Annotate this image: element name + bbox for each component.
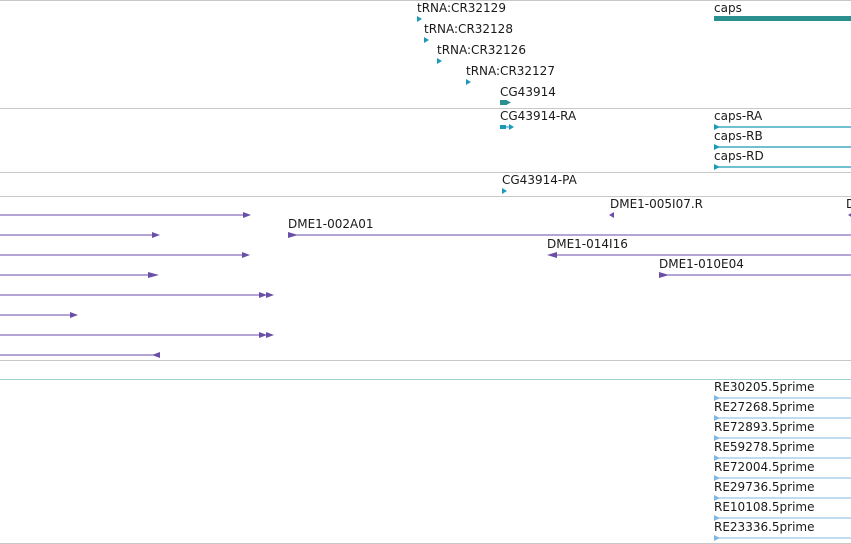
- clone-end-arrow: [152, 352, 160, 358]
- transcript-feature-arrow: [714, 164, 720, 170]
- est-feature-label[interactable]: RE72893.5prime: [714, 420, 815, 434]
- trna-feature-glyph[interactable]: [424, 37, 429, 43]
- est-feature-label[interactable]: RE10108.5prime: [714, 500, 815, 514]
- est-feature-label[interactable]: RE23336.5prime: [714, 520, 815, 534]
- clone-feature-label[interactable]: DME1-005I07.R: [610, 197, 704, 211]
- track-divider: [0, 172, 851, 173]
- clone-feature-label[interactable]: DME1-014I16: [547, 237, 628, 251]
- transcript-feature-glyph[interactable]: [500, 125, 506, 129]
- est-feature-label[interactable]: RE30205.5prime: [714, 380, 815, 394]
- clone-end-arrow[interactable]: [848, 212, 851, 218]
- transcript-feature-label[interactable]: caps-RB: [714, 129, 763, 143]
- track-divider: [0, 360, 851, 361]
- gene-feature-label[interactable]: CG43914: [500, 85, 556, 99]
- transcript-feature-label[interactable]: caps-RA: [714, 109, 763, 123]
- transcript-feature-label[interactable]: caps-RD: [714, 149, 764, 163]
- clone-end-arrow: [259, 332, 267, 338]
- trna-feature-glyph[interactable]: [437, 58, 442, 64]
- transcript-feature-arrow: [714, 144, 720, 150]
- trna-feature-glyph[interactable]: [417, 16, 422, 22]
- est-feature-label[interactable]: RE27268.5prime: [714, 400, 815, 414]
- clone-end-arrow: [148, 272, 159, 278]
- track-divider: [0, 108, 851, 109]
- clone-end-arrow: [259, 292, 267, 298]
- gene-feature-glyph[interactable]: [500, 100, 507, 105]
- trna-feature-label[interactable]: tRNA:CR32129: [417, 1, 506, 15]
- clone-end-arrow: [266, 332, 274, 338]
- clone-feature-label[interactable]: D: [846, 197, 851, 211]
- transcript-feature-arrow: [714, 124, 720, 130]
- trna-feature-label[interactable]: tRNA:CR32126: [437, 43, 526, 57]
- est-feature-arrow: [714, 415, 720, 421]
- trna-feature-label[interactable]: tRNA:CR32128: [424, 22, 513, 36]
- clone-end-arrow: [547, 252, 557, 258]
- est-feature-label[interactable]: RE59278.5prime: [714, 440, 815, 454]
- clone-end-arrow: [659, 272, 669, 278]
- track-divider: [0, 379, 851, 380]
- clone-feature-label[interactable]: DME1-010E04: [659, 257, 744, 271]
- transcript-feature-label[interactable]: CG43914-RA: [500, 109, 577, 123]
- est-feature-arrow: [714, 475, 720, 481]
- clone-end-arrow: [266, 292, 274, 298]
- protein-feature-glyph[interactable]: [502, 188, 507, 194]
- transcript-feature-arrow: [509, 124, 514, 130]
- est-feature-arrow: [714, 435, 720, 441]
- clone-end-arrow: [152, 232, 160, 238]
- track-divider: [0, 196, 851, 197]
- est-feature-arrow: [714, 455, 720, 461]
- clone-feature-label[interactable]: DME1-002A01: [288, 217, 374, 231]
- clone-end-arrow[interactable]: [609, 212, 614, 218]
- est-feature-arrow: [714, 495, 720, 501]
- caps-gene-label[interactable]: caps: [714, 1, 742, 15]
- trna-feature-glyph[interactable]: [466, 79, 471, 85]
- clone-end-arrow: [288, 232, 298, 238]
- clone-end-arrow: [70, 312, 78, 318]
- trna-feature-label[interactable]: tRNA:CR32127: [466, 64, 555, 78]
- track-divider: [0, 0, 851, 1]
- est-features: [714, 395, 851, 541]
- est-feature-arrow: [714, 535, 720, 541]
- gene-feature-arrow: [506, 100, 511, 105]
- est-feature-arrow: [714, 515, 720, 521]
- clone-end-arrow: [242, 252, 250, 258]
- est-feature-arrow: [714, 395, 720, 401]
- protein-feature-label[interactable]: CG43914-PA: [502, 173, 577, 187]
- est-feature-label[interactable]: RE29736.5prime: [714, 480, 815, 494]
- est-feature-label[interactable]: RE72004.5prime: [714, 460, 815, 474]
- caps-gene-bar[interactable]: [714, 16, 851, 21]
- clone-end-arrow: [243, 212, 251, 218]
